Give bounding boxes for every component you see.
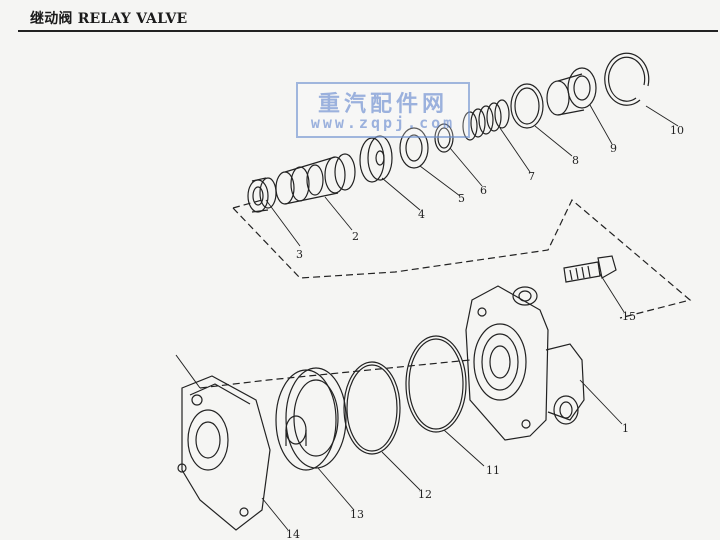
- callout-1: 1: [622, 422, 629, 435]
- callout-8: 8: [572, 154, 579, 167]
- part-15-bolt: [563, 255, 617, 283]
- assembly-dashed-line-lower: [199, 359, 471, 389]
- part-5-ring: [399, 127, 429, 169]
- title-english: RELAY VALVE: [77, 11, 188, 27]
- part-2-piston: [275, 153, 356, 205]
- title-rule: [18, 30, 718, 32]
- callout-2: 2: [352, 230, 359, 243]
- callout-9: 9: [610, 142, 617, 155]
- callout-5: 5: [458, 192, 465, 205]
- part-14-cover: [175, 354, 271, 531]
- part-13-piston: [275, 367, 347, 471]
- part-6-o-ring: [434, 123, 454, 153]
- part-7-spring: [462, 99, 510, 141]
- part-11-large-o-ring: [405, 335, 467, 433]
- callout-6: 6: [480, 184, 487, 197]
- callout-15: 15: [622, 310, 636, 323]
- callout-7: 7: [528, 170, 535, 183]
- callout-11: 11: [486, 464, 500, 477]
- callout-13: 13: [350, 508, 364, 521]
- callout-3: 3: [296, 248, 303, 261]
- part-9-sleeve: [546, 67, 597, 116]
- assembly-dashed-outline: [232, 199, 692, 319]
- page-title: 继动阀 RELAY VALVE: [30, 8, 187, 28]
- title-chinese: 继动阀: [30, 11, 73, 27]
- part-12-ring: [343, 361, 401, 455]
- callout-4: 4: [418, 208, 425, 221]
- part-4-washer: [359, 135, 393, 183]
- callout-12: 12: [418, 488, 432, 501]
- leader-lines: [261, 104, 679, 531]
- callout-14: 14: [286, 528, 300, 540]
- watermark-url: www.zqpj.com: [310, 114, 456, 132]
- part-10-snap-ring: [604, 52, 650, 106]
- part-8-ring: [510, 83, 544, 129]
- watermark: 重汽配件网 www.zqpj.com: [296, 82, 470, 138]
- watermark-chinese: 重汽配件网: [317, 92, 448, 117]
- part-3-bushing: [247, 177, 277, 213]
- callout-10: 10: [670, 124, 684, 137]
- assembly-dashed-line-left: [232, 199, 263, 209]
- part-1-valve-body: [465, 285, 585, 441]
